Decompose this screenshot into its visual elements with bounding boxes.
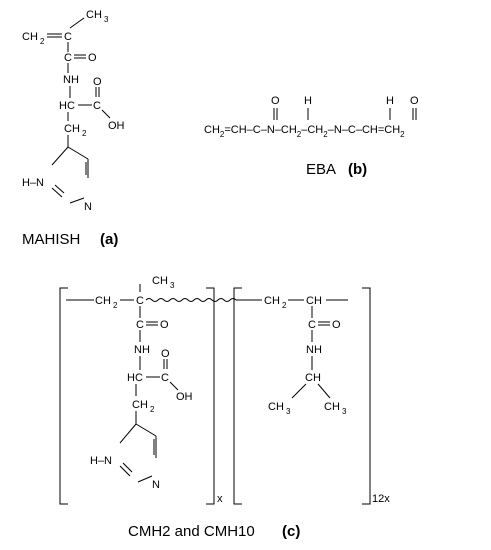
a-ch2-side-sub: 2 bbox=[82, 129, 87, 138]
c1-ring-bond-1 bbox=[135, 423, 157, 437]
c-bracket-right-close bbox=[362, 287, 371, 505]
c2-o-carbonyl: O bbox=[332, 319, 341, 331]
c-bracket-left-open bbox=[59, 287, 68, 505]
c1-ch2-side: CH bbox=[132, 399, 148, 411]
c1-ch2-side-sub: 2 bbox=[150, 405, 155, 414]
c-bracket-left-close bbox=[206, 287, 215, 505]
c2-ch2: CH bbox=[264, 295, 280, 307]
a-o-carbonyl: O bbox=[88, 52, 97, 64]
c1-ch2-sub: 2 bbox=[113, 301, 118, 310]
c2-ch3-left: CH bbox=[268, 401, 284, 413]
a-oh: OH bbox=[108, 120, 125, 132]
a-c-carbonyl: C bbox=[64, 52, 72, 64]
a-ring-n: N bbox=[84, 201, 92, 213]
c1-ch2: CH bbox=[95, 295, 111, 307]
a-nh: NH bbox=[63, 74, 79, 86]
structure-c-copolymer: x 12x CH 2 C CH 3 C O NH HC C O OH C bbox=[59, 275, 390, 540]
eba-formula: CH2=CH–C–N–CH2–CH2–N–C–CH=CH2 bbox=[204, 124, 405, 139]
c2-ch3-left-sub: 3 bbox=[286, 407, 291, 416]
eba-h-left: H bbox=[304, 95, 312, 107]
caption-a-name: MAHISH bbox=[22, 231, 80, 248]
a-ring-bond-4b bbox=[54, 184, 65, 194]
structure-b-eba: CH2=CH–C–N–CH2–CH2–N–C–CH=CH2 O H H O EB… bbox=[204, 95, 419, 178]
c2-c-carbonyl: C bbox=[308, 319, 316, 331]
c2-ch-isopropyl: CH bbox=[305, 372, 321, 384]
a-ch3-label: CH bbox=[86, 9, 102, 21]
c1-o-acid: O bbox=[161, 348, 170, 360]
c-wavy-link bbox=[145, 298, 237, 302]
a-ring-bond-1 bbox=[67, 146, 89, 160]
caption-b-name: EBA bbox=[306, 161, 336, 178]
a-ring-nh: H–N bbox=[22, 177, 44, 189]
eba-o-left: O bbox=[271, 95, 280, 107]
c1-ring-n: N bbox=[152, 479, 160, 491]
a-ch3-sub: 3 bbox=[104, 15, 109, 24]
c1-nh: NH bbox=[134, 344, 150, 356]
c1-ring-bond-5 bbox=[137, 475, 153, 483]
c1-c-carbonyl: C bbox=[136, 319, 144, 331]
a-ch2-side: CH bbox=[64, 123, 80, 135]
c2-nh: NH bbox=[306, 344, 322, 356]
caption-a-label: (a) bbox=[100, 231, 118, 248]
c2-ch2-sub: 2 bbox=[282, 301, 287, 310]
a-bond-c-oh bbox=[101, 109, 111, 119]
structure-a-mahish: CH 2 C CH 3 C O NH HC C O OH CH 2 bbox=[22, 9, 125, 248]
a-bond-ch3 bbox=[69, 17, 85, 29]
c2-bond-ch-ch3-left bbox=[291, 383, 307, 399]
c1-ch3: CH bbox=[152, 275, 168, 287]
a-ring-bond-5 bbox=[69, 197, 85, 204]
a-ring-bond-3 bbox=[51, 146, 69, 166]
c-bracket-right-open bbox=[233, 287, 242, 505]
c1-ch3-sub: 3 bbox=[170, 281, 175, 290]
a-ring-bond-4 bbox=[51, 187, 63, 198]
c1-c: C bbox=[136, 295, 144, 307]
c1-hc: HC bbox=[127, 372, 143, 384]
a-c-acid: C bbox=[93, 100, 101, 112]
eba-h-right: H bbox=[386, 95, 394, 107]
a-imidazole-ring bbox=[51, 146, 89, 204]
a-o-acid: O bbox=[93, 76, 102, 88]
c2-bond-ch-ch3-right bbox=[317, 383, 331, 399]
c2-ch3-right: CH bbox=[324, 401, 340, 413]
a-ch2-sub: 2 bbox=[40, 37, 45, 46]
c1-c-acid: C bbox=[161, 372, 169, 384]
c2-ch: CH bbox=[306, 295, 322, 307]
eba-o-right: O bbox=[410, 95, 419, 107]
c1-ring-bond-4b bbox=[122, 462, 133, 473]
c1-ring-bond-4 bbox=[119, 465, 131, 477]
c-subscript-x: x bbox=[217, 493, 223, 505]
c1-bond-c-oh bbox=[169, 381, 179, 391]
c1-ring-nh: H–N bbox=[90, 455, 112, 467]
a-hc: HC bbox=[59, 100, 75, 112]
caption-b-label: (b) bbox=[348, 161, 367, 178]
c-subscript-12x: 12x bbox=[372, 493, 390, 505]
c2-ch3-right-sub: 3 bbox=[342, 407, 347, 416]
c1-ring-bond-3 bbox=[119, 423, 137, 444]
caption-c-name: CMH2 and CMH10 bbox=[128, 523, 255, 540]
caption-c-label: (c) bbox=[282, 523, 300, 540]
a-c-top: C bbox=[64, 31, 72, 43]
c1-o-carbonyl: O bbox=[160, 319, 169, 331]
c1-imidazole-ring bbox=[119, 423, 157, 483]
a-ch2-label: CH bbox=[22, 31, 38, 43]
c1-oh: OH bbox=[176, 391, 193, 403]
